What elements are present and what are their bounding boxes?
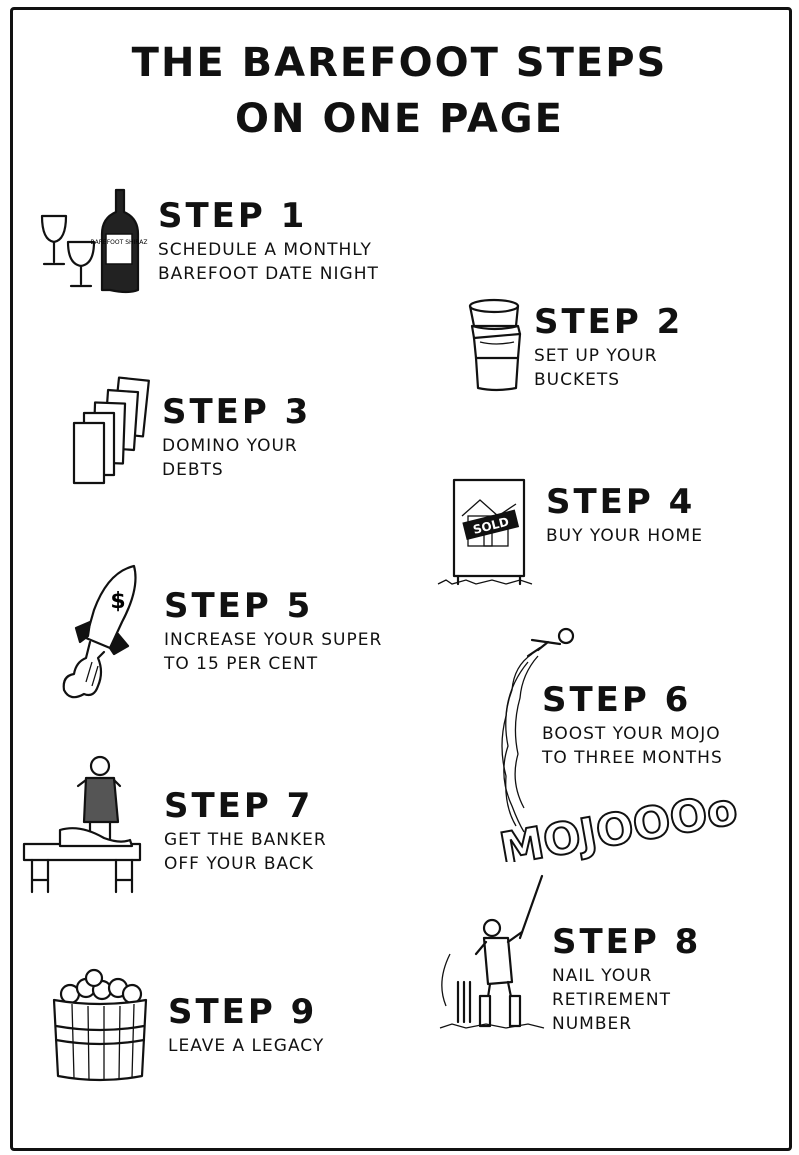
step-5: STEP 5 INCREASE YOUR SUPER TO 15 PER CEN… [164, 586, 382, 676]
step-description: INCREASE YOUR SUPER TO 15 PER CENT [164, 628, 382, 676]
step-desc-line: BUCKETS [534, 370, 621, 390]
step-6: STEP 6 BOOST YOUR MOJO TO THREE MONTHS [542, 680, 723, 770]
step-desc-line: SET UP YOUR [534, 346, 658, 366]
step-desc-line: NAIL YOUR [552, 966, 653, 986]
rocket-dollar-text: $ [110, 589, 125, 614]
mojo-text: MOJOOOo [496, 783, 741, 862]
banker-on-back-icon [20, 752, 144, 906]
cricketer-icon [436, 872, 548, 1044]
wine-bottle-and-glasses-icon: BAREFOOT SHIRAZ [38, 186, 148, 302]
step-desc-line: RETIREMENT [552, 990, 672, 1010]
step-description: SCHEDULE A MONTHLY BAREFOOT DATE NIGHT [158, 238, 379, 286]
step-heading: STEP 3 [162, 392, 312, 432]
step-heading: STEP 1 [158, 196, 308, 236]
step-heading: STEP 8 [552, 922, 702, 962]
step-heading: STEP 2 [534, 302, 684, 342]
step-desc-line: DEBTS [162, 460, 224, 480]
step-desc-line: BOOST YOUR MOJO [542, 724, 721, 744]
wine-label-text: BAREFOOT SHIRAZ [91, 239, 148, 246]
apple-barrel-icon [48, 968, 152, 1090]
step-1: STEP 1 SCHEDULE A MONTHLY BAREFOOT DATE … [158, 196, 379, 286]
step-desc-line: DOMINO YOUR [162, 436, 298, 456]
step-8: STEP 8 NAIL YOUR RETIREMENT NUMBER [552, 922, 701, 1036]
page-title-line-2: ON ONE PAGE [235, 96, 564, 142]
stacked-buckets-icon [466, 298, 526, 398]
step-description: GET THE BANKER OFF YOUR BACK [164, 828, 327, 876]
step-heading: STEP 9 [168, 992, 318, 1032]
step-desc-line: SCHEDULE A MONTHLY [158, 240, 372, 260]
sold-sign-icon: SOLD [436, 476, 536, 592]
falling-dominoes-icon [70, 375, 154, 491]
step-desc-line: NUMBER [552, 1014, 633, 1034]
step-heading: STEP 5 [164, 586, 314, 626]
step-heading: STEP 4 [546, 482, 696, 522]
step-desc-line: TO 15 PER CENT [164, 654, 319, 674]
step-heading: STEP 6 [542, 680, 692, 720]
mojo-cloud-icon: MOJOOOo [488, 626, 760, 876]
step-desc-line: OFF YOUR BACK [164, 854, 314, 874]
step-description: NAIL YOUR RETIREMENT NUMBER [552, 964, 701, 1036]
step-desc-line: LEAVE A LEGACY [168, 1036, 325, 1056]
page-title-line-1: THE BAREFOOT STEPS [131, 40, 668, 86]
dollar-rocket-icon: $ [56, 562, 148, 710]
page-frame [10, 7, 792, 1151]
step-4: STEP 4 BUY YOUR HOME [546, 482, 703, 548]
step-desc-line: INCREASE YOUR SUPER [164, 630, 383, 650]
step-2: STEP 2 SET UP YOUR BUCKETS [534, 302, 683, 392]
step-3: STEP 3 DOMINO YOUR DEBTS [162, 392, 311, 482]
step-desc-line: TO THREE MONTHS [542, 748, 723, 768]
step-heading: STEP 7 [164, 786, 314, 826]
step-description: LEAVE A LEGACY [168, 1034, 324, 1058]
step-9: STEP 9 LEAVE A LEGACY [168, 992, 324, 1058]
step-description: BOOST YOUR MOJO TO THREE MONTHS [542, 722, 723, 770]
step-desc-line: GET THE BANKER [164, 830, 327, 850]
step-desc-line: BUY YOUR HOME [546, 526, 703, 546]
step-description: SET UP YOUR BUCKETS [534, 344, 683, 392]
step-description: BUY YOUR HOME [546, 524, 703, 548]
step-description: DOMINO YOUR DEBTS [162, 434, 311, 482]
step-7: STEP 7 GET THE BANKER OFF YOUR BACK [164, 786, 327, 876]
step-desc-line: BAREFOOT DATE NIGHT [158, 264, 379, 284]
